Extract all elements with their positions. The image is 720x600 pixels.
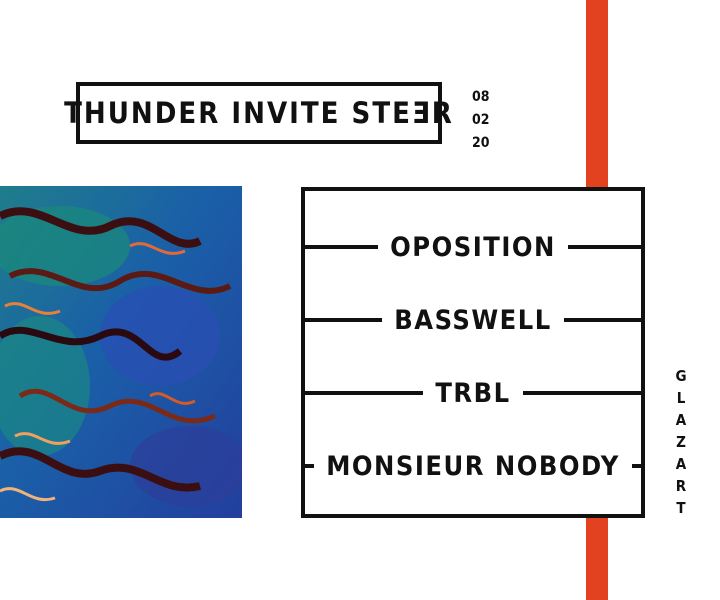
artist-name: BASSWELL	[394, 304, 552, 336]
lineup-row: MONSIEUR NOBODY	[305, 446, 641, 486]
venue-letter: A	[675, 455, 687, 473]
lineup-row: TRBL	[305, 373, 641, 413]
lineup-box: OPOSITION BASSWELL TRBL MONSIEUR NOBODY	[301, 187, 645, 518]
date-year: 20	[472, 135, 490, 151]
row-rule-right	[563, 318, 642, 322]
venue-letter: L	[676, 389, 686, 407]
artist-name: OPOSITION	[390, 231, 556, 263]
date-day: 08	[472, 89, 490, 105]
venue-letter: Z	[676, 433, 686, 451]
row-rule-right	[631, 464, 641, 468]
row-rule-left	[305, 245, 379, 249]
venue-letter: R	[675, 477, 687, 495]
venue-letter: T	[676, 499, 686, 517]
row-rule-left	[305, 464, 315, 468]
date-month: 02	[472, 112, 490, 128]
artist-name: MONSIEUR NOBODY	[326, 450, 620, 482]
row-rule-left	[305, 391, 424, 395]
lineup-row: BASSWELL	[305, 300, 642, 340]
event-title-box: THUNDER INVITE STEƎR	[64, 82, 452, 144]
venue-name: G L A Z A R T	[672, 365, 690, 519]
event-title: THUNDER INVITE STEƎR	[64, 96, 454, 130]
abstract-water-photo	[0, 186, 242, 518]
venue-letter: A	[675, 411, 687, 429]
row-rule-left	[305, 318, 383, 322]
event-date: 08 02 20	[472, 86, 502, 155]
artist-name: TRBL	[435, 377, 511, 409]
lineup-row: OPOSITION	[305, 227, 642, 267]
venue-letter: G	[675, 367, 687, 385]
row-rule-right	[567, 245, 642, 249]
row-rule-right	[522, 391, 641, 395]
